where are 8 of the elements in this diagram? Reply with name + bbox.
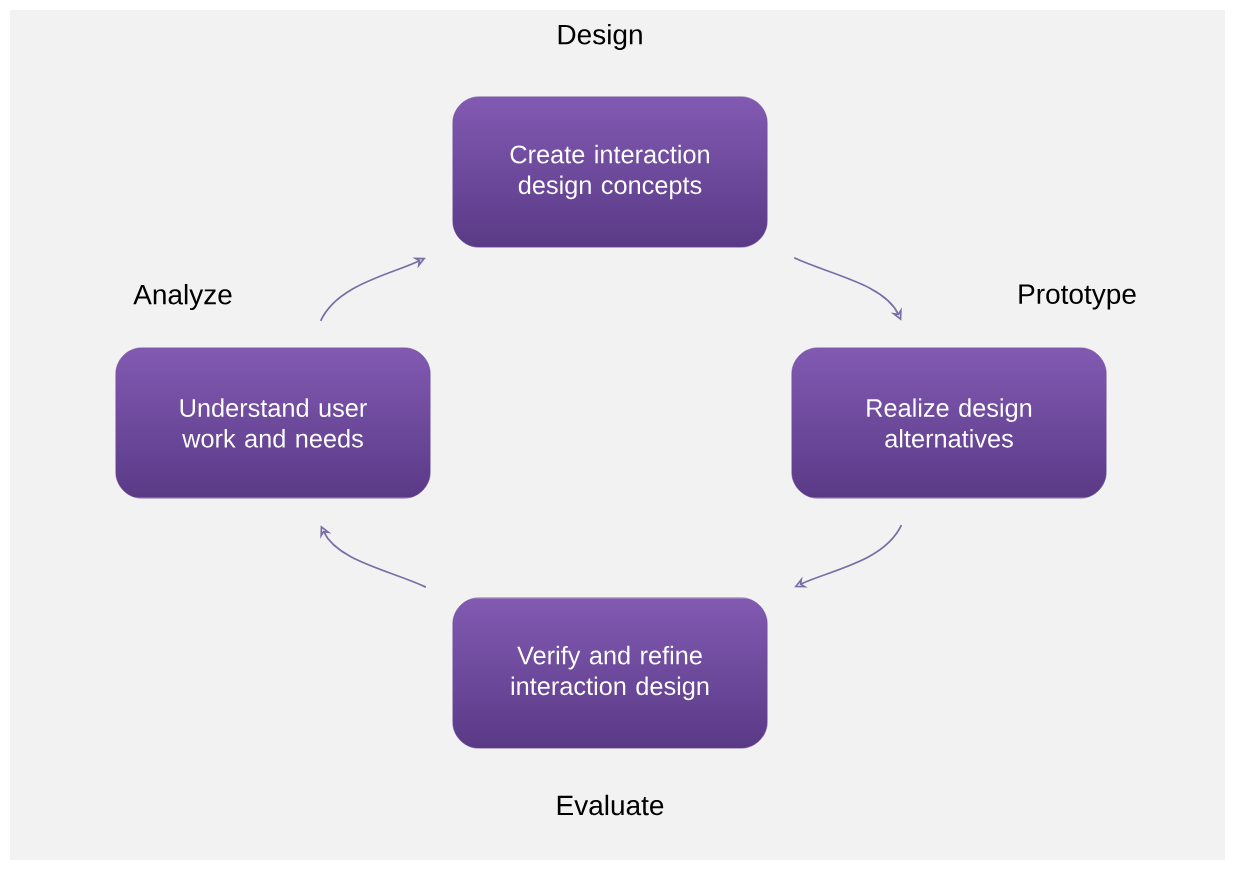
phase-label: Analyze [133, 283, 232, 311]
phase-label: Evaluate [557, 794, 664, 816]
phase-label: Design [558, 23, 642, 51]
phase-label: Prototype [1019, 284, 1136, 310]
process-box: Verify and refine interaction design [452, 597, 768, 749]
process-box: Realize design alternatives [791, 347, 1107, 499]
process-box: Understand user work and needs [115, 347, 431, 499]
process-box: Create interaction design concepts [452, 96, 768, 248]
